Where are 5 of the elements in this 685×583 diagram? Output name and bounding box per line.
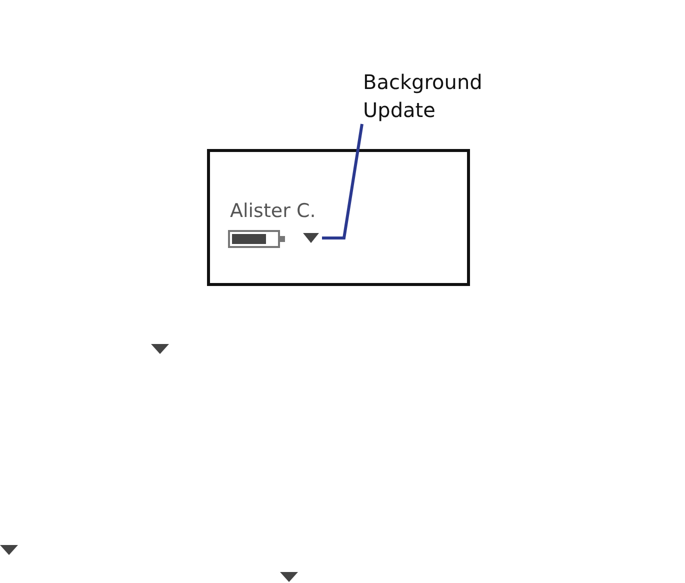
dropdown-arrow-icon <box>303 233 319 243</box>
callout-label: Background Update <box>363 68 493 124</box>
leader-line <box>322 124 364 240</box>
user-name-label: Alister C. <box>230 200 316 222</box>
device-frame <box>207 149 470 286</box>
